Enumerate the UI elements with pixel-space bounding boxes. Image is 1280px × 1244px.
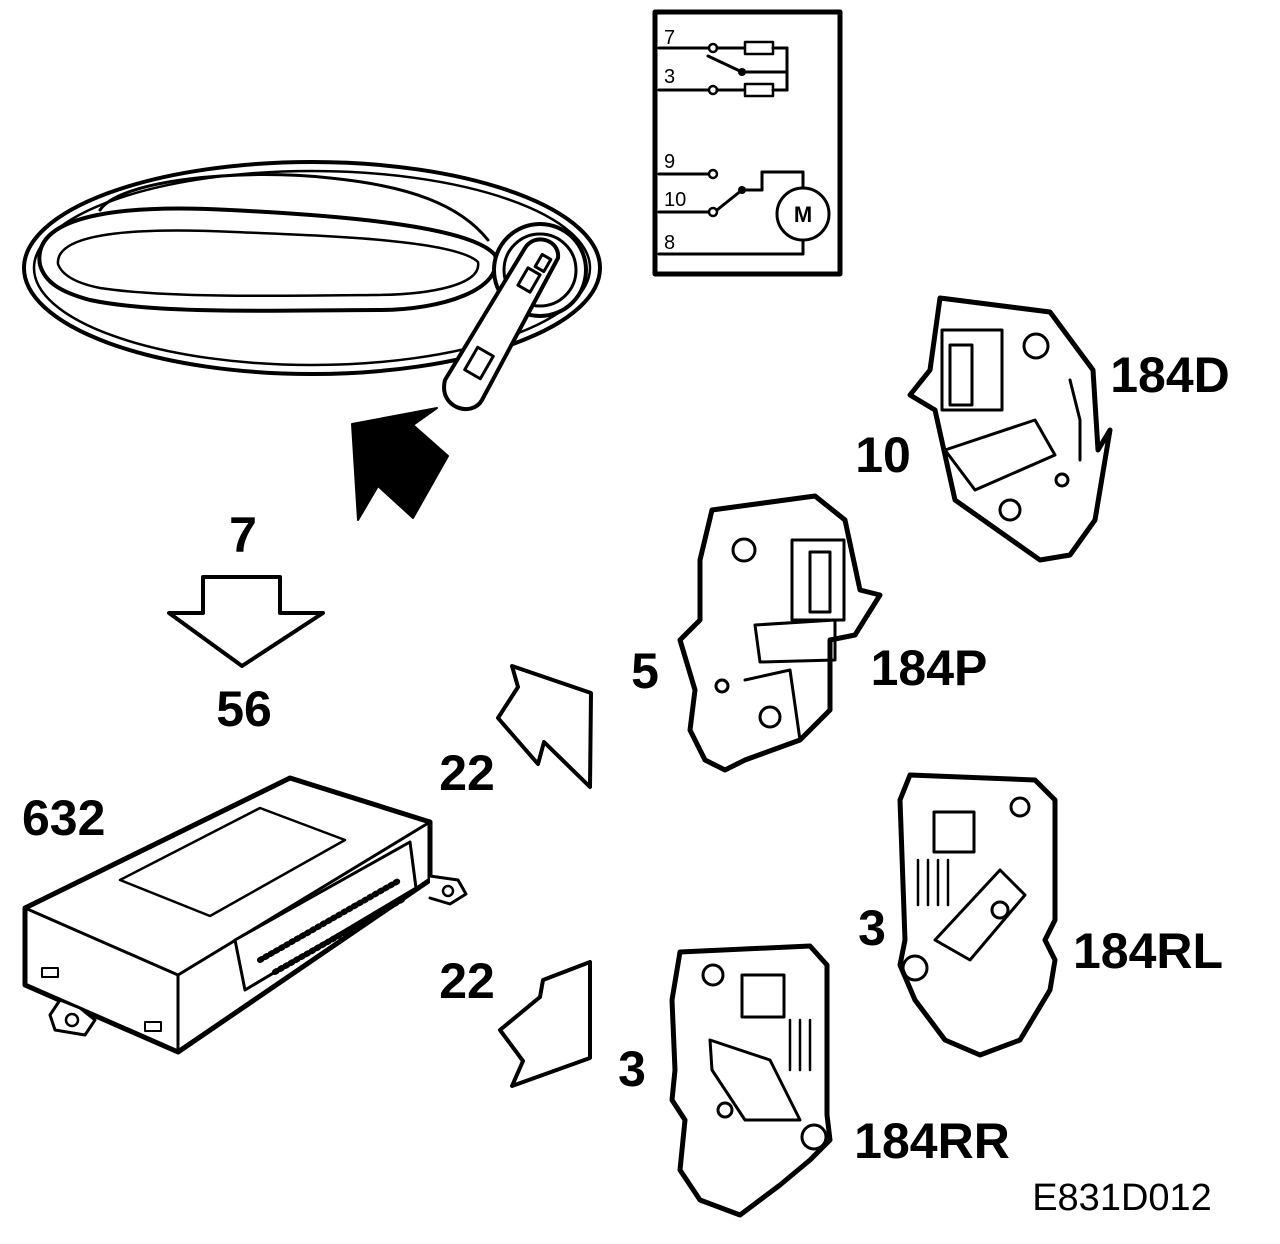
lock-unit-184d [907,295,1113,563]
arrow-top-label: 7 [229,507,257,563]
motor-symbol: M [794,202,812,227]
pin-label: 9 [664,151,675,173]
lock-p-pin-count: 5 [631,643,659,699]
pin-label: 7 [664,27,675,49]
lock-p-label: 184P [871,640,988,696]
lock-rr-label: 184RR [854,1113,1010,1169]
lock-rl-pin-count: 3 [858,900,886,956]
pin-label: 8 [664,232,675,254]
figure-code: E831D012 [1032,1177,1212,1219]
door-handle-illustration [22,160,602,411]
lock-unit-184p [677,493,883,773]
hollow-down-arrow-icon [167,575,325,668]
lock-rl-label: 184RL [1073,923,1223,979]
arrow-bottom-label: 56 [216,681,272,737]
lock-unit-184rl [897,772,1058,1058]
pin-label: 3 [664,66,675,88]
path-upper-label: 22 [439,745,495,801]
lock-unit-184rr [669,943,833,1218]
lock-rr-pin-count: 3 [618,1041,646,1097]
path-lower-label: 22 [439,953,495,1009]
hollow-arrow-upper-icon [496,664,593,789]
module-label: 632 [22,790,105,846]
control-module-632 [22,775,468,1055]
lock-d-label: 184D [1110,347,1230,403]
lock-d-pin-count: 10 [855,427,911,483]
pin-label: 10 [664,189,686,211]
switch-motor-schematic: 7 3 9 10 8 M [652,9,843,277]
solid-arrow-icon [351,407,449,521]
hollow-arrow-lower-icon [498,960,592,1088]
